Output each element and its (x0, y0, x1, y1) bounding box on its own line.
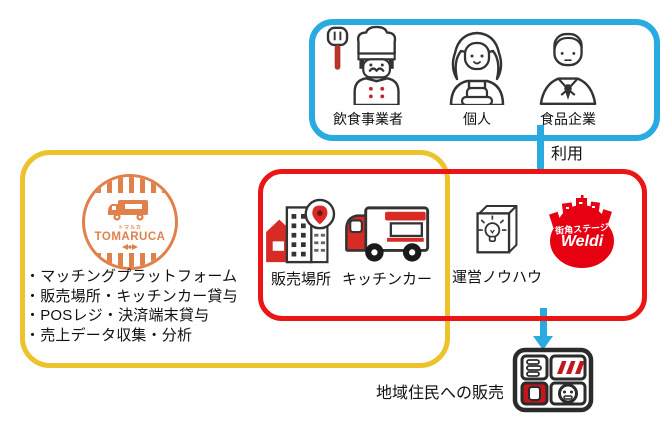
buildings-pin-icon (266, 198, 336, 264)
chef-icon (326, 25, 400, 105)
feature-item: ・マッチングプラットフォーム (25, 268, 238, 285)
businessman-icon (539, 32, 597, 105)
feature-item: ・売上データ収集・分析 (25, 326, 193, 344)
user-individual-figure: 個人 (437, 27, 517, 129)
user-company-label: 食品企業 (540, 111, 596, 127)
weldi-skyline-icon (549, 195, 614, 268)
item-kitchen-car-label: キッチンカー (341, 271, 432, 288)
kiosk-stall-icon (512, 347, 594, 418)
ribbon-icon (122, 244, 138, 250)
local-sales-label: 地域住民への販売 (376, 385, 505, 402)
knowhow-book-icon (476, 204, 518, 254)
users-group-box (309, 19, 660, 141)
feature-item: ・POSレジ・決済端末貸与 (25, 307, 210, 324)
tomaruca-group-box (20, 150, 450, 368)
awning-stripes-top (85, 177, 175, 193)
tomaruca-logo: トマルカ TOMARUCA (82, 174, 178, 270)
awning-stripes-bottom (85, 253, 175, 267)
tomaruca-kana: トマルカ (118, 225, 142, 231)
item-knowhow: 運営ノウハウ (448, 200, 546, 287)
weldi-logo: 街角ステージ Weldi (543, 195, 621, 271)
user-individual-label: 個人 (463, 111, 491, 127)
user-restaurant-figure: 飲食事業者 (318, 25, 418, 129)
tomaruca-feature-list: ・マッチングプラットフォーム・販売場所・キッチンカー貸与・POSレジ・決済端末貸… (25, 267, 257, 345)
food-truck-icon (345, 206, 430, 262)
user-restaurant-label: 飲食事業者 (333, 111, 403, 127)
person-icon (449, 31, 505, 105)
feature-item: ・販売場所・キッチンカー貸与 (25, 287, 238, 305)
item-sales-place: 販売場所 (258, 198, 344, 289)
use-label: 利用 (551, 146, 584, 163)
use-connector-line (537, 125, 544, 173)
tomaruca-truck-icon (108, 200, 148, 221)
item-kitchen-car: キッチンカー (340, 204, 434, 289)
sales-arrow-head (533, 336, 553, 350)
item-sales-place-label: 販売場所 (270, 271, 331, 288)
item-knowhow-label: 運営ノウハウ (451, 269, 542, 286)
user-company-figure: 食品企業 (525, 27, 611, 129)
sales-arrow-stem (540, 308, 547, 337)
tomaruca-name: TOMARUCA (94, 231, 166, 243)
weldi-brand: Weldi (560, 233, 604, 250)
platform-group-box (258, 169, 647, 321)
